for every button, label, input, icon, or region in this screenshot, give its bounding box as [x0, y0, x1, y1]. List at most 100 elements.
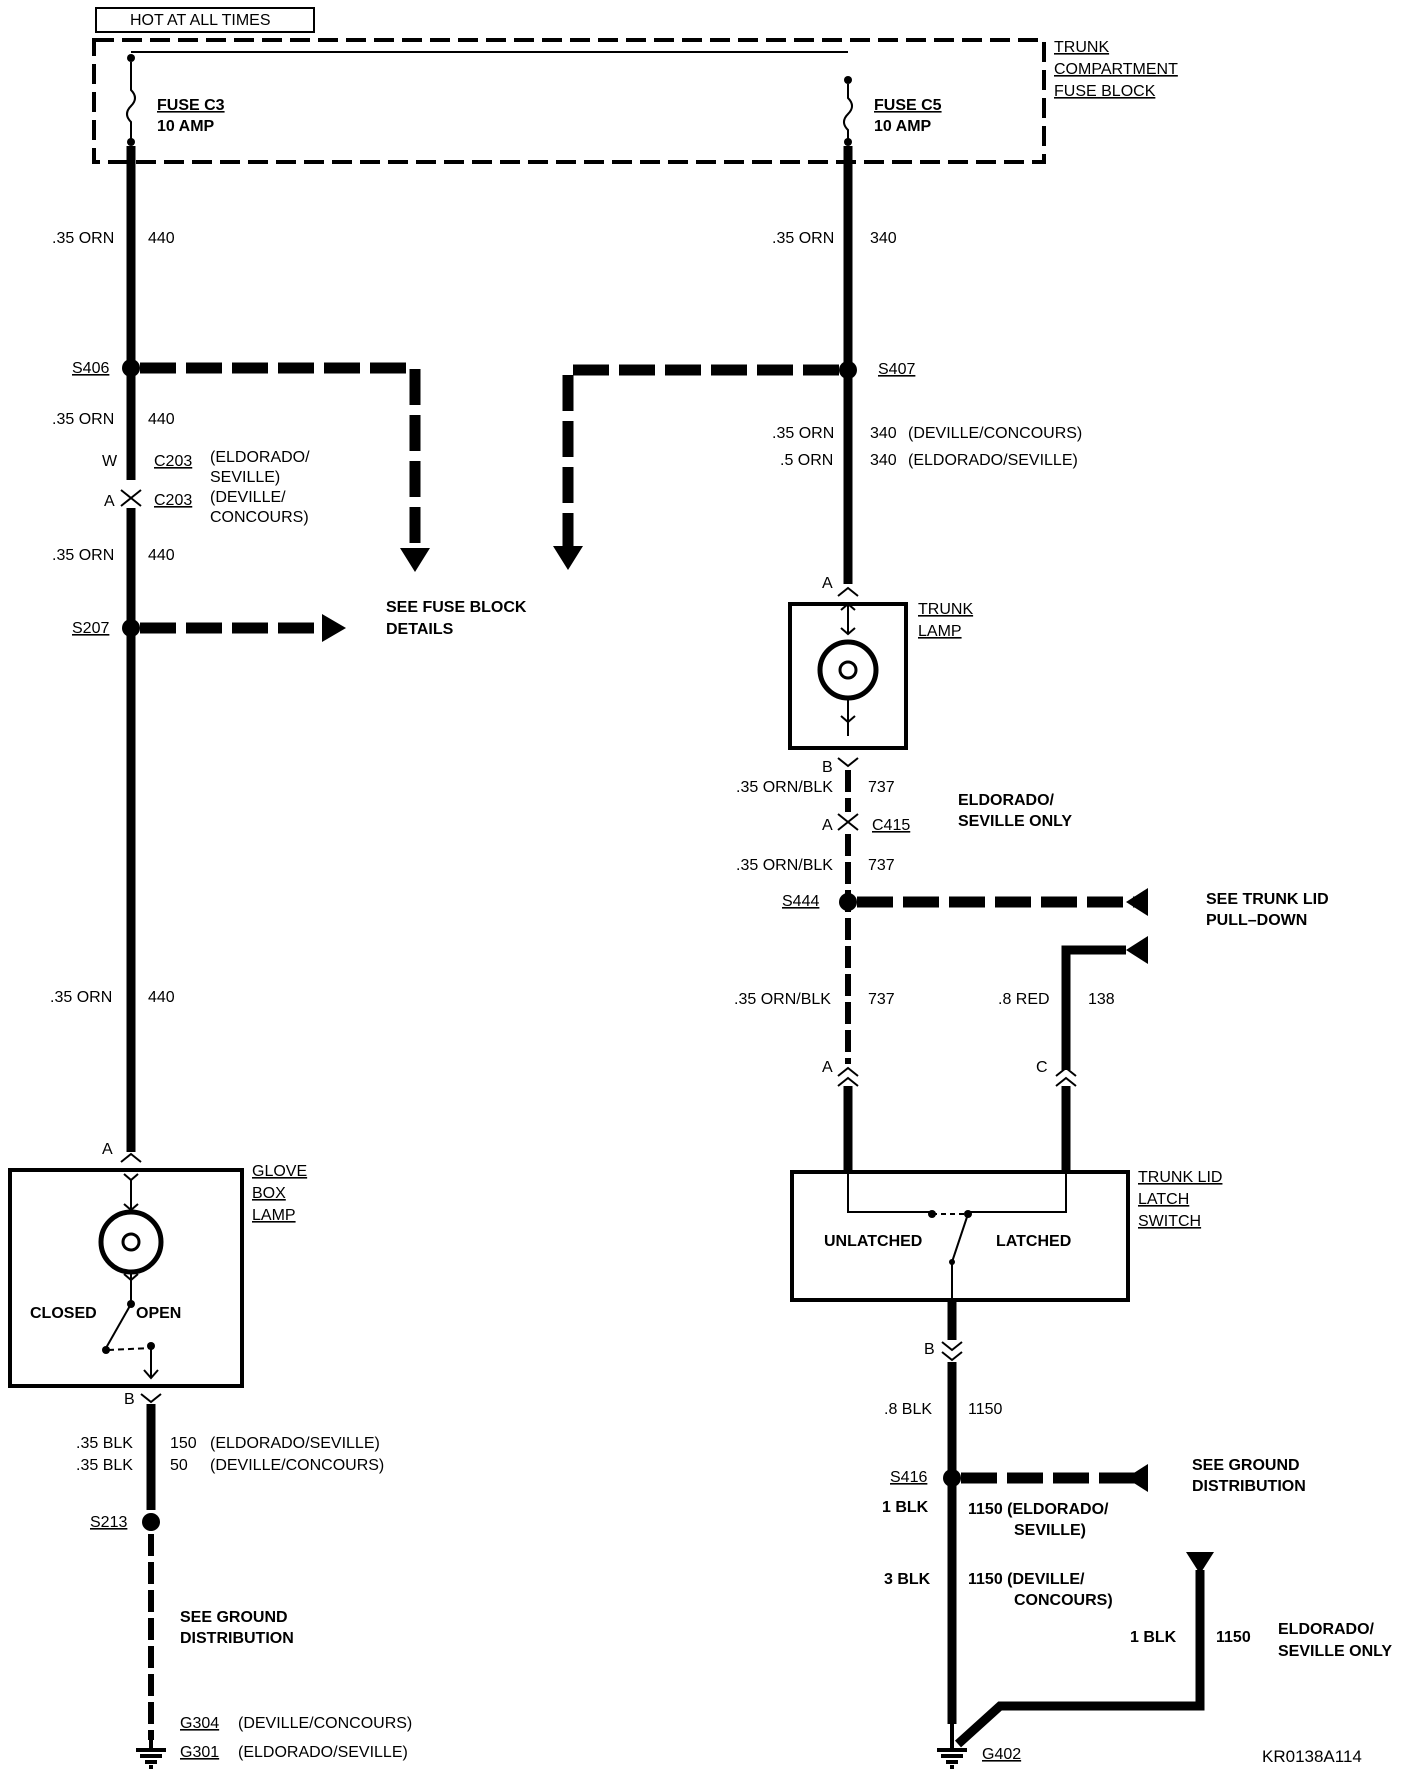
splice-s207 [122, 619, 140, 637]
eldo-only-1: ELDORADO/ [958, 792, 1055, 809]
latch-pin-a: A [822, 1059, 833, 1076]
ground-g402-icon [937, 1724, 967, 1769]
right-w8-gauge: 1 BLK [882, 1499, 929, 1516]
left-w5-circuit-b: 50 [170, 1457, 188, 1474]
g301-label: G301 [180, 1744, 219, 1761]
fuse-c3-name: FUSE C3 [157, 97, 225, 114]
right-w6-gauge: .8 RED [998, 991, 1050, 1008]
right-w8-note: SEVILLE) [1014, 1522, 1086, 1539]
right-w10-gauge: 1 BLK [1130, 1629, 1177, 1646]
splice-s406-label: S406 [72, 360, 109, 377]
latch-label-3: SWITCH [1138, 1213, 1201, 1230]
glove-lamp-lead-top [123, 1173, 139, 1212]
left-w5-circuit-a: 150 [170, 1435, 197, 1452]
left-w3-circuit: 440 [148, 547, 175, 564]
g304-label: G304 [180, 1715, 219, 1732]
glove-switch-closed-contact [102, 1346, 110, 1354]
fuse-c3-icon [126, 62, 136, 140]
glove-lamp-bulb-icon [98, 1209, 164, 1275]
c203-a-note-1: (ELDORADO/ [210, 449, 310, 466]
s407-branch-arrow [562, 364, 839, 546]
latch-label-2: LATCH [1138, 1191, 1189, 1208]
left-w4-gauge: .35 ORN [50, 989, 112, 1006]
left-see-ground-2: DISTRIBUTION [180, 1630, 294, 1647]
right-see-ground-1: SEE GROUND [1192, 1457, 1300, 1474]
ground-g301-icon [136, 1740, 166, 1769]
glove-lamp-lead-bottom [123, 1272, 139, 1302]
fuse-c5-top-terminal [844, 76, 852, 84]
latch-label-1: TRUNK LID [1138, 1169, 1222, 1186]
left-w5-note-a: (ELDORADO/SEVILLE) [210, 1435, 380, 1452]
latch-pin-c: C [1036, 1059, 1048, 1076]
latch-pin-a-connector [837, 1066, 859, 1087]
left-w2-gauge: .35 ORN [52, 411, 114, 428]
glove-closed-label: CLOSED [30, 1305, 97, 1322]
fuse-c3-bottom-terminal [127, 138, 135, 146]
left-w4-circuit: 440 [148, 989, 175, 1006]
glove-box-label-1: GLOVE [252, 1163, 307, 1180]
latch-pin-c-connector [1055, 1066, 1077, 1087]
trunk-lamp-lead-top [840, 602, 856, 636]
right-w3-gauge: .35 ORN/BLK [736, 779, 833, 796]
left-w5-gauge-b: .35 BLK [76, 1457, 133, 1474]
right-w9-circuit: 1150 (DEVILLE/ [968, 1571, 1085, 1588]
fuse-c5-bottom-terminal [844, 138, 852, 146]
splice-s207-label: S207 [72, 620, 109, 637]
hot-label: HOT AT ALL TIMES [130, 12, 271, 29]
right-w4-gauge: .35 ORN/BLK [736, 857, 833, 874]
c203-a-note-2: SEVILLE) [210, 469, 280, 486]
latch-unlatched-label: UNLATCHED [824, 1233, 922, 1250]
hot-label-box [95, 7, 315, 33]
splice-s407 [839, 361, 857, 379]
right-w2-circuit-b: 340 [870, 452, 897, 469]
trunk-lamp-lead-bottom [840, 698, 856, 736]
glove-switch-blade [105, 1303, 132, 1349]
right-w9-note: CONCOURS) [1014, 1592, 1113, 1609]
glove-pin-b-connector [140, 1393, 162, 1404]
left-w2-circuit: 440 [148, 411, 175, 428]
right-w7-circuit: 1150 [968, 1401, 1003, 1418]
splice-s213-label: S213 [90, 1514, 127, 1531]
right-w1-circuit: 340 [870, 230, 897, 247]
right-see-ground-2: DISTRIBUTION [1192, 1478, 1306, 1495]
left-w1-gauge: .35 ORN [52, 230, 114, 247]
right-w6-circuit: 138 [1088, 991, 1115, 1008]
eldo-only-2: SEVILLE ONLY [958, 813, 1072, 830]
eldo-only-3: ELDORADO/ [1278, 1621, 1375, 1638]
c415-pin: A [822, 817, 833, 834]
g304-note: (DEVILLE/CONCOURS) [238, 1715, 412, 1732]
fuse-block-label-3: FUSE BLOCK [1054, 83, 1156, 100]
s406-arrowhead [400, 548, 430, 572]
trunk-lamp-bulb-icon [817, 639, 879, 701]
c203-pin-w: W [102, 453, 118, 470]
trunk-lamp-pin-a-connector [837, 586, 859, 597]
glove-switch-out-lead [143, 1346, 159, 1380]
g301-note: (ELDORADO/SEVILLE) [238, 1744, 408, 1761]
latch-pin-b-connector [941, 1341, 963, 1362]
glove-box-label-3: LAMP [252, 1207, 296, 1224]
right-wire-1150-eldo [954, 1570, 1205, 1748]
trunk-lamp-label-1: TRUNK [918, 601, 973, 618]
c415-label: C415 [872, 817, 910, 834]
left-w3-gauge: .35 ORN [52, 547, 114, 564]
right-wire-138 [1061, 945, 1126, 1070]
s207-arrowhead [322, 614, 346, 642]
latch-pin-b: B [924, 1341, 935, 1358]
right-w7-gauge: .8 BLK [884, 1401, 932, 1418]
s444-arrowhead-icon [1126, 888, 1148, 916]
glove-pin-a: A [102, 1141, 113, 1158]
see-trunk-lid-2: PULL–DOWN [1206, 912, 1307, 929]
see-fuse-block-1: SEE FUSE BLOCK [386, 599, 527, 616]
splice-s444-label: S444 [782, 893, 819, 910]
trunk-lamp-filament-icon [838, 660, 858, 680]
fuse-c5-name: FUSE C5 [874, 97, 942, 114]
c203-pin-a: A [104, 493, 115, 510]
right-w8-circuit: 1150 (ELDORADO/ [968, 1501, 1109, 1518]
fuse-c5-rating: 10 AMP [874, 118, 932, 135]
right-w2-note-b: (ELDORADO/SEVILLE) [908, 452, 1078, 469]
s406-branch-arrow [140, 362, 421, 548]
right-w2-gauge-b: .5 ORN [780, 452, 833, 469]
glove-open-label: OPEN [136, 1305, 181, 1322]
trunk-latch-switch-box [790, 1170, 1130, 1302]
right-w5-gauge: .35 ORN/BLK [734, 991, 831, 1008]
